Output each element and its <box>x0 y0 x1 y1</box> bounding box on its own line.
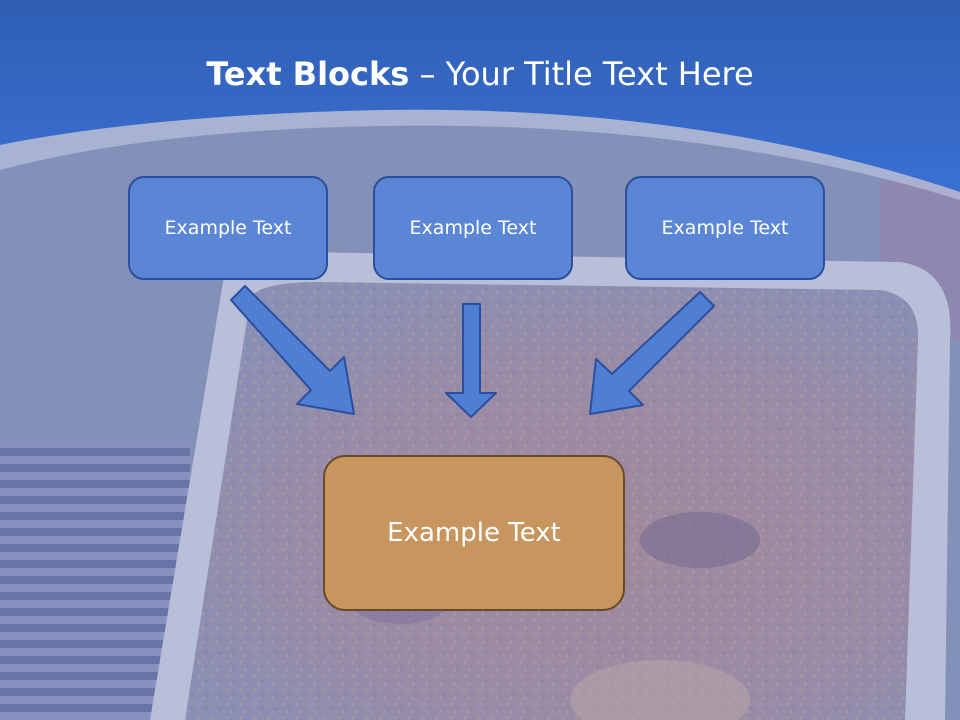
text-block-left: Example Text <box>128 176 328 280</box>
text-block-center: Example Text <box>373 176 573 280</box>
center-text-block: Example Text <box>323 455 625 611</box>
down-right-arrow-icon <box>230 285 355 415</box>
title-separator: – <box>409 55 446 93</box>
down-left-arrow-icon <box>589 291 715 415</box>
title-rest-text: Your Title Text Here <box>445 55 754 93</box>
title-bold-text: Text Blocks <box>206 55 410 93</box>
down-arrow-icon <box>445 303 497 418</box>
text-block-right: Example Text <box>625 176 825 280</box>
slide-title: Text Blocks – Your Title Text Here <box>0 52 960 96</box>
header-band <box>0 0 960 200</box>
